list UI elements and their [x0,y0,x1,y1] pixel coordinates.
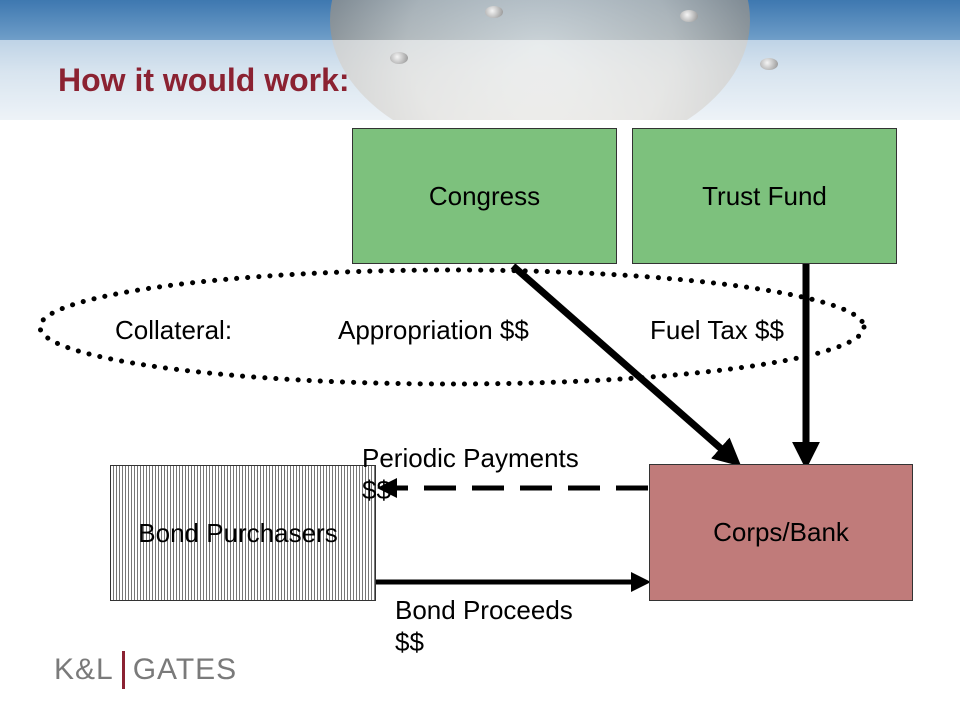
periodic-payments-text: Periodic Payments [362,443,579,473]
periodic-payments-label: Periodic Payments $$ [362,442,579,506]
header-banner [0,0,960,120]
appropriation-label: Appropriation $$ [338,315,529,345]
banner-overlay [0,40,960,120]
bond-proceeds-text: Bond Proceeds [395,595,573,625]
corps-bank-box: Corps/Bank [649,464,913,601]
bond-purchasers-label: Bond Purchasers [138,518,338,548]
bolt-icon [760,58,778,70]
congress-box: Congress [352,128,617,264]
periodic-payments-amount: $$ [362,475,391,505]
bolt-icon [680,10,698,22]
collateral-ellipse [37,267,867,387]
trust-fund-box: Trust Fund [632,128,897,264]
kl-gates-logo: K&L GATES [54,651,237,689]
logo-divider [121,651,125,689]
bond-purchasers-box: Bond Purchasers [110,465,376,601]
bolt-icon [390,52,408,64]
logo-left-text: K&L [54,653,114,686]
congress-to-corps-arrow [510,263,742,467]
slide-title: How it would work: [58,62,350,98]
bolt-icon [485,6,503,18]
collateral-label: Collateral: [115,315,233,345]
fuel-tax-label: Fuel Tax $$ [650,315,784,345]
logo-right-text: GATES [132,653,238,686]
bond-proceeds-label: Bond Proceeds $$ [395,594,573,658]
bond-proceeds-amount: $$ [395,627,424,657]
